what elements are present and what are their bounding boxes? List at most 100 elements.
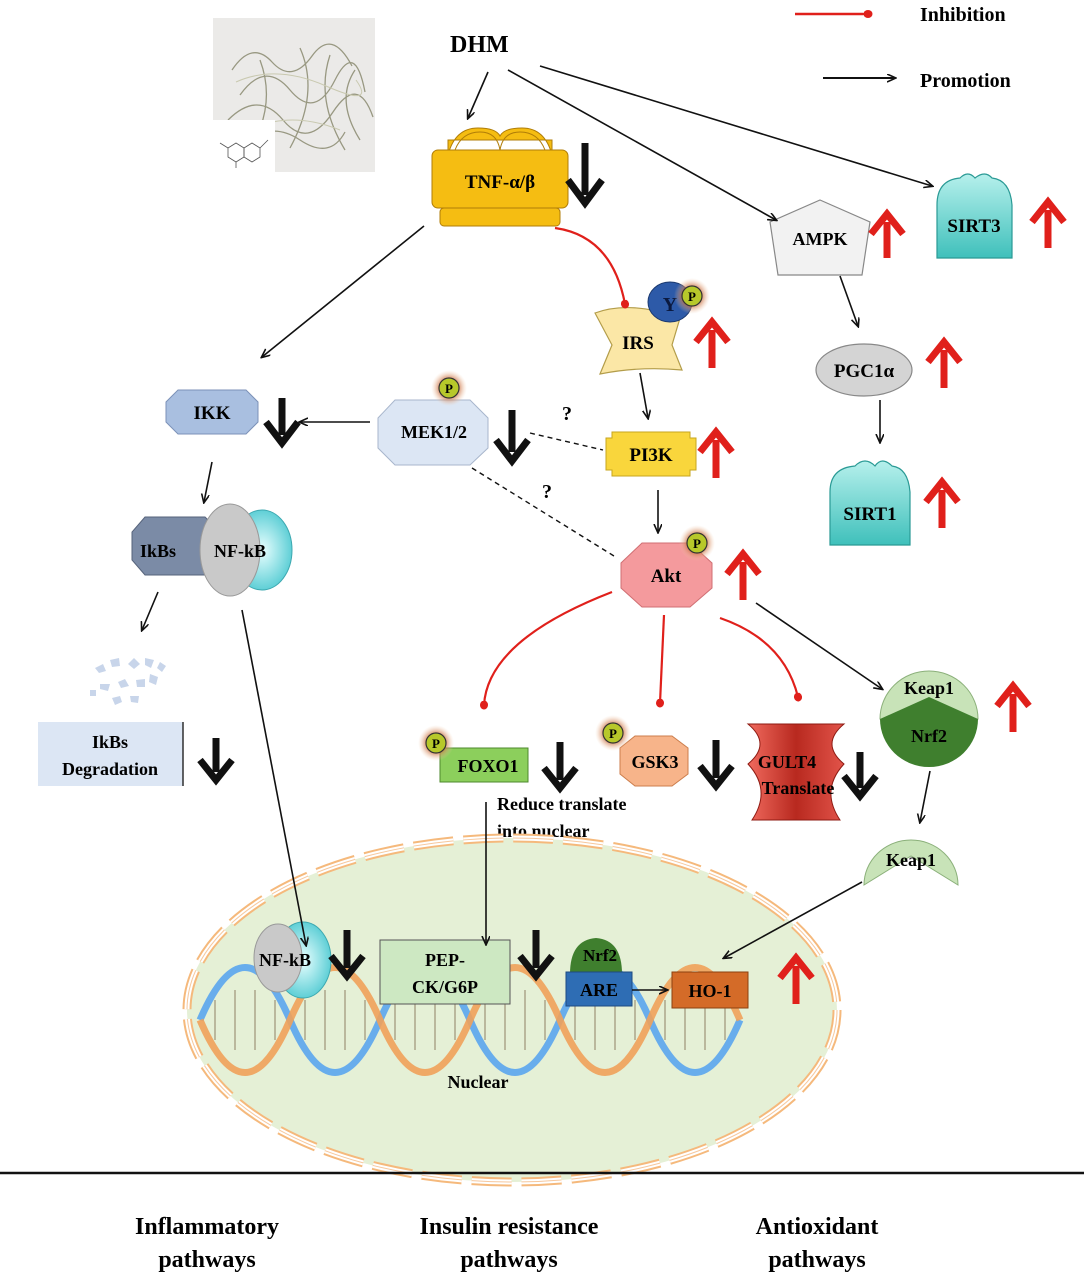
nucleus: Nuclear [182,833,842,1187]
akt-label: Akt [651,566,682,587]
pi3k-label: PI3K [629,445,673,466]
nfkb-nuclear-label: NF-kB [259,950,311,970]
question-mark-2: ? [542,481,552,503]
pi3k-node: PI3K [605,431,697,477]
ikk-label: IKK [194,403,231,424]
sirt1-label: SIRT1 [843,504,896,525]
up-arrow-ho1 [777,952,815,1004]
sirt3-label: SIRT3 [947,216,1000,237]
footer-col2-line2: pathways [460,1247,557,1273]
ikbs-fragments [90,658,166,705]
up-arrow-pi3k [697,426,735,478]
phospho-gsk3-label: P [609,726,617,741]
sirt3-node: SIRT3 [936,173,1013,259]
dna-helix [196,964,744,1076]
phospho-foxo1-label: P [432,736,440,751]
phospho-mek-label: P [445,381,453,396]
keap1-label: Keap1 [904,678,954,698]
down-arrow-foxo1 [541,742,579,794]
tnf-label: TNF-α/β [465,172,535,193]
down-arrows [197,143,879,982]
down-arrow-glut4 [841,752,879,802]
glut4-label-line1: GULT4 [758,752,816,772]
gsk3-node: GSK3 [619,735,689,787]
promotion-arrows [142,65,932,990]
nfkb-label: NF-kB [214,541,266,561]
pepck-box: PEP- CK/G6P [379,939,511,1005]
ampk-node: AMPK [769,199,871,276]
glut4-label-line2: Translate [762,778,835,798]
sirt1-node: SIRT1 [829,460,911,546]
reduce-translate-line1: Reduce translate [497,794,626,814]
pgc1a-label: PGC1α [834,361,895,382]
foxo1-label: FOXO1 [458,756,519,776]
up-arrow-keap1-nrf2 [994,680,1032,732]
pepck-line1: PEP- [425,950,465,970]
are-label: ARE [580,980,618,1000]
keap1-free-label: Keap1 [886,850,936,870]
nrf2-are-complex: Nrf2 ARE HO-1 [565,938,749,1009]
down-arrow-ikbs-degradation [197,738,235,786]
nuclear-label: Nuclear [448,1072,509,1092]
footer-col2-line1: Insulin resistance [420,1214,599,1240]
down-arrow-mek [493,410,531,467]
up-arrow-pgc1a [925,336,963,388]
footer-col3-line2: pathways [768,1247,865,1273]
footer-col3-line1: Antioxidant [756,1214,879,1240]
inhibition-arrows [484,226,798,705]
down-arrow-pepck [517,930,555,982]
phospho-irs-label: P [688,289,696,304]
y-label: Y [663,294,678,316]
ikbs-label: IkBs [140,541,176,561]
phospho-icons [418,278,715,761]
promotion-legend-label: Promotion [920,70,1011,92]
nrf2-nuclear-label: Nrf2 [583,946,617,965]
ikbs-degradation-line1: IkBs [92,732,128,752]
down-arrow-tnf [565,143,605,209]
ikbs-nfkb-complex: IkBs NF-kB [131,503,293,597]
ampk-label: AMPK [793,229,848,249]
legend: Inhibition Promotion [795,4,1011,92]
phospho-foxo1-icon [418,725,454,761]
question-mark-1: ? [562,403,572,425]
foxo1-node: FOXO1 [439,747,529,783]
up-arrow-irs [693,316,731,368]
nfkb-nuclear-node: NF-kB [253,921,332,999]
phospho-akt-label: P [693,536,701,551]
phospho-gsk3-icon [595,715,631,751]
pgc1a-node: PGC1α [815,343,913,397]
dhm-photo [213,18,375,172]
ikbs-degradation-box: IkBs Degradation [38,722,184,786]
phospho-irs-icon [674,278,710,314]
dhm-label: DHM [450,32,509,58]
pepck-line2: CK/G6P [412,977,478,997]
footer-col1-line1: Inflammatory [135,1214,279,1240]
down-arrow-ikk [263,398,301,449]
up-arrow-akt [724,548,762,600]
tnf-receptor: TNF-α/β [431,127,569,227]
down-arrow-gsk3 [697,740,735,792]
mek-label: MEK1/2 [401,422,467,442]
nrf2-label: Nrf2 [911,726,947,746]
up-arrow-sirt1 [923,476,961,528]
down-arrow-nfkb-nuclear [328,930,366,982]
ikk-node: IKK [165,389,259,435]
phospho-mek-icon [431,370,467,406]
footer: Inflammatory pathways Insulin resistance… [135,1214,878,1273]
mek-node: MEK1/2 [377,399,489,466]
up-arrow-ampk [868,208,906,258]
phospho-akt-icon [679,525,715,561]
ho1-label: HO-1 [689,981,732,1001]
uncertain-links [471,432,615,557]
keap1-free-node: Keap1 [863,839,959,886]
inhibition-legend-label: Inhibition [920,4,1006,26]
chemical-structure-icon [219,139,269,168]
irs-label: IRS [622,333,654,354]
up-arrows [693,196,1067,1004]
footer-col1-line2: pathways [158,1247,255,1273]
keap1-nrf2-complex: Keap1 Nrf2 [879,670,979,767]
ikbs-degradation-line2: Degradation [62,759,158,779]
up-arrow-sirt3 [1029,196,1067,248]
glut4-node: GULT4 Translate [746,723,846,821]
